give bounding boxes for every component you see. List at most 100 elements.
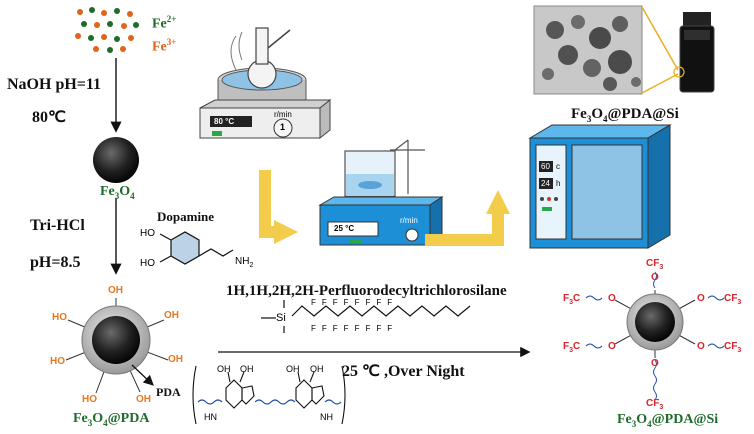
o-upper-left: O [608, 293, 616, 304]
cf3-lower-right: CF3 [724, 341, 741, 354]
fe3o4pda-o: O [92, 411, 104, 426]
sf13: F [354, 324, 366, 333]
pda-nh: NH [320, 412, 333, 422]
cf3-lr-sub: 3 [737, 347, 742, 354]
cf3-top: CF3 [646, 258, 663, 271]
dopamine-ho-top: HO [140, 228, 155, 239]
f3c-lower-left: F3C [563, 341, 580, 354]
step1-temperature: 80℃ [32, 109, 66, 126]
fe3o4pda-sub2: 4 [103, 417, 108, 428]
sf16: F [387, 324, 399, 333]
fe3-sup: 3+ [166, 37, 177, 47]
fe3o4-sub2: 4 [130, 190, 135, 201]
sf14: F [365, 324, 377, 333]
f3c-upper-left: F3C [563, 293, 580, 306]
hotplate1-knob: 1 [280, 122, 286, 132]
sf5: F [354, 298, 366, 307]
o-lower-right: O [697, 341, 705, 352]
dopamine-structure [159, 231, 234, 265]
hotplate-25c [318, 139, 444, 246]
oven-time-unit: h [556, 179, 561, 188]
cf3-top-sub: 3 [659, 264, 664, 271]
cf3-ur-text: CF [724, 293, 738, 304]
silane-si: Si [276, 312, 286, 324]
drying-oven [528, 124, 672, 249]
sample-vial [673, 12, 715, 93]
f3c-ll-f: F [563, 341, 570, 352]
o-bottom: O [651, 358, 659, 369]
fe3-base: Fe [152, 39, 167, 55]
p3-suffix: @PDA@Si [651, 412, 719, 427]
fe2-sup: 2+ [166, 14, 177, 24]
pda-oh-1: OH [217, 364, 231, 374]
fe3o4-o: O [119, 184, 131, 199]
ho-lower-left: HO [50, 356, 65, 367]
cf3-b-sub: 3 [659, 404, 664, 411]
f3c-ll-c: C [573, 341, 581, 352]
tem-image [533, 5, 643, 95]
hotplate1-display: 80 °C [214, 117, 235, 126]
step1-condition: NaOH pH=11 [7, 76, 102, 93]
oh-upper-right: OH [164, 310, 179, 321]
sf9: F [311, 324, 322, 333]
fe3o4pda-sub1: 3 [87, 417, 93, 428]
f3c-ul-f: F [563, 293, 570, 304]
p3-sub2: 4 [647, 418, 652, 429]
oh-lower-right: OH [168, 354, 183, 365]
cf3-top-text: CF [646, 258, 660, 269]
iron-ion-cluster [75, 7, 139, 53]
dopamine-nh: NH [235, 256, 250, 267]
p3-sub1: 3 [631, 418, 637, 429]
sf6: F [365, 298, 377, 307]
f3c-ul-c: C [573, 293, 581, 304]
cf3-upper-right: CF3 [724, 293, 741, 306]
fe2-label: Fe2+ [152, 14, 176, 33]
top-fe: Fe [571, 106, 587, 122]
cf3-bottom: CF3 [646, 398, 663, 411]
pda-label: PDA [156, 385, 181, 399]
hotplate1-rpm: r/min [274, 110, 292, 119]
dopamine-nh2: NH2 [235, 256, 253, 269]
dopamine-label: Dopamine [157, 209, 215, 224]
dopamine-ho-bottom: HO [140, 258, 155, 269]
hotplate-80c [199, 27, 332, 140]
fe3-label: Fe3+ [152, 37, 176, 56]
sf12: F [343, 324, 355, 333]
silane-f-top: FFFFFFFF [311, 298, 398, 307]
sf1: F [311, 298, 322, 307]
f3c-ll-sub: 3 [569, 347, 574, 354]
oh-bottom: OH [136, 394, 151, 405]
oh-top: OH [108, 285, 123, 296]
dopamine-nh2-sub: 2 [249, 262, 254, 269]
pda-oh-2: OH [240, 364, 254, 374]
oven-temp-display: 60 [541, 162, 550, 171]
fe3o4pda-suffix: @PDA [107, 411, 150, 426]
fe3o4-pda-si-top-label: Fe3O4@PDA@Si [571, 107, 679, 124]
oven-time-display: 24 [541, 179, 550, 188]
fe3o4-sub1: 3 [114, 190, 120, 201]
fe3o4-pda-si-label: Fe3O4@PDA@Si [617, 413, 718, 429]
sf4: F [343, 298, 355, 307]
sf2: F [321, 298, 333, 307]
pda-coated-particle [65, 298, 169, 394]
pda-oh-3: OH [286, 364, 300, 374]
p3-fe: Fe [617, 412, 632, 427]
reaction-conditions: 25 ℃ ,Over Night [342, 363, 465, 380]
cf3-lr-text: CF [724, 341, 738, 352]
ho-bottom: HO [82, 394, 97, 405]
cf3-ur-sub: 3 [737, 299, 742, 306]
sf8: F [387, 298, 399, 307]
silane-structure [261, 300, 471, 333]
fe2-base: Fe [152, 16, 167, 32]
silane-name: 1H,1H,2H,2H-Perfluorodecyltrichlorosilan… [226, 283, 507, 299]
fe3o4-label: Fe3O4 [100, 185, 135, 201]
ho-upper-left: HO [52, 312, 67, 323]
sf7: F [376, 298, 388, 307]
cf3-b-text: CF [646, 398, 660, 409]
fe3o4-fe: Fe [100, 184, 115, 199]
oven-temp-unit: c [556, 162, 560, 171]
top-sub2: 4 [603, 114, 608, 124]
pda-hn: HN [204, 412, 217, 422]
